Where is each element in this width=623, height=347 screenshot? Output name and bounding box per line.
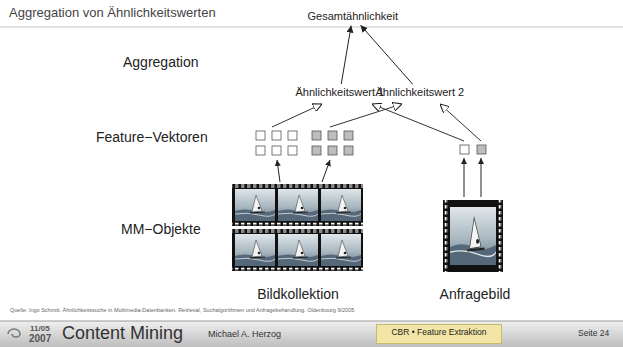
query-image-filmstrip — [450, 207, 496, 265]
image-collection-filmstrip — [232, 184, 363, 226]
footer-author: Michael A. Herzog — [208, 329, 281, 339]
feature-vector-squares — [477, 145, 486, 154]
node-text: CBR • Feature Extraktion — [383, 328, 495, 338]
hollow-arrows — [272, 104, 481, 141]
node-text: Gesamtähnlichkeit — [308, 10, 399, 23]
feature-vector-squares — [256, 131, 486, 155]
level-label: Aggregation — [123, 54, 199, 70]
image-collection-filmstrip — [321, 189, 361, 221]
footer-page-number: Seite 24 — [578, 329, 609, 339]
feature-vector-squares — [256, 131, 265, 140]
similarity-value: Ähnlichkeitswert 1 — [294, 85, 387, 100]
feature-vector-squares — [288, 146, 297, 155]
hollow-arrows — [440, 104, 481, 141]
aggregation-arrow — [361, 25, 413, 84]
feature-vector-squares — [344, 131, 353, 140]
similarity-value: Gesamtähnlichkeit — [306, 9, 401, 24]
image-collection-filmstrip — [232, 230, 363, 233]
footer-bar — [8, 329, 20, 337]
feature-vector-squares — [344, 146, 353, 155]
level-label: Feature−Vektoren — [96, 129, 208, 145]
footer-date: 2007 — [29, 333, 51, 345]
image-caption: Anfragebild — [440, 286, 511, 302]
image-collection-filmstrip — [232, 268, 363, 271]
hollow-arrows — [330, 104, 402, 127]
extraction-arrows — [481, 158, 482, 197]
image-collection-filmstrip — [232, 223, 363, 226]
query-image-filmstrip — [445, 200, 448, 272]
section-tag-box: CBR • Feature Extraktion — [376, 324, 502, 344]
image-collection-filmstrip — [278, 189, 318, 221]
image-collection-filmstrip — [235, 234, 275, 266]
hollow-arrows — [372, 104, 464, 141]
feature-vector-squares — [312, 146, 321, 155]
feature-vector-squares — [312, 131, 321, 140]
image-collection-filmstrip — [235, 189, 275, 221]
image-collection-filmstrip — [232, 229, 363, 271]
image-collection-filmstrip — [278, 234, 318, 266]
hollow-arrows — [272, 104, 322, 127]
extraction-arrows — [322, 160, 330, 182]
slide-title: Aggregation von Ähnlichkeitswerten — [9, 6, 216, 21]
image-caption: Bildkollektion — [257, 286, 339, 302]
feature-vector-squares — [328, 146, 337, 155]
node-text: Ähnlichkeitswert 1 — [296, 86, 385, 99]
footer-course-title: Content Mining — [62, 323, 183, 344]
feature-vector-squares — [272, 146, 281, 155]
footer-bar — [0, 321, 623, 347]
feature-vector-squares — [328, 131, 337, 140]
feature-vector-squares — [256, 146, 265, 155]
extraction-arrows — [277, 160, 280, 182]
title-rule — [0, 27, 623, 28]
footer-date: 11/05 — [30, 324, 50, 333]
feature-vector-squares — [272, 131, 281, 140]
extraction-arrows — [464, 158, 465, 197]
level-label: MM−Objekte — [121, 221, 201, 237]
aggregation-arrow — [341, 26, 351, 84]
image-collection-filmstrip — [232, 185, 363, 188]
query-image-filmstrip — [443, 200, 503, 272]
image-collection-filmstrip — [321, 234, 361, 266]
source-note: Quelle: Ingo Schmitt. Ähnlichkeitssuche … — [10, 307, 354, 313]
node-text: Ähnlichkeitswert 2 — [376, 86, 465, 99]
query-image-filmstrip — [499, 200, 502, 272]
query-image-filmstrip — [443, 200, 503, 272]
feature-vector-squares — [460, 145, 469, 154]
footer-bar — [0, 321, 623, 322]
image-collection-filmstrip — [232, 184, 363, 271]
footer-bar — [0, 321, 623, 347]
similarity-value: Ähnlichkeitswert 2 — [374, 85, 467, 100]
feature-vector-squares — [288, 131, 297, 140]
